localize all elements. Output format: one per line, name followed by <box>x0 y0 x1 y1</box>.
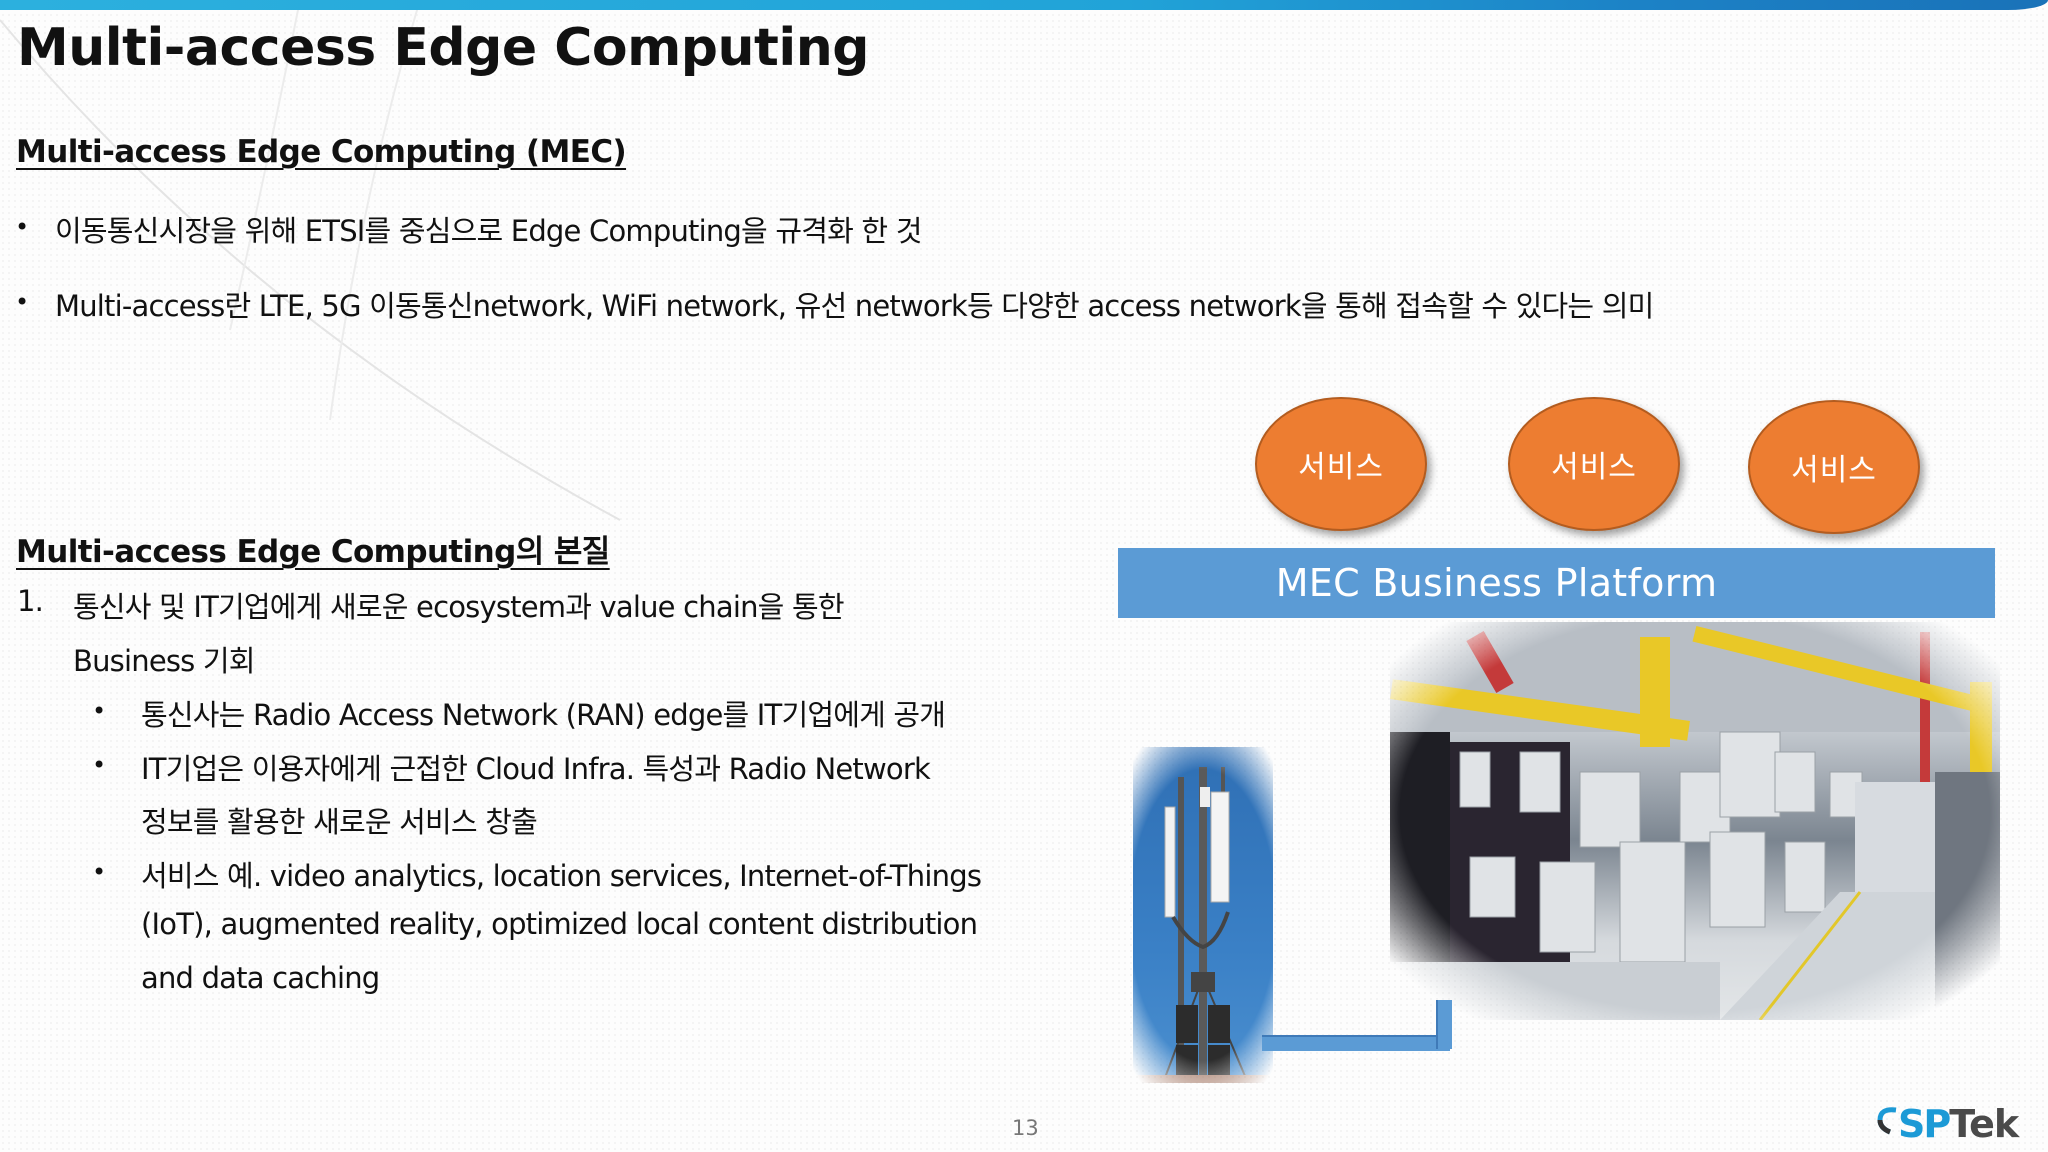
section-heading-essence: Multi-access Edge Computing의 본질 <box>16 534 610 570</box>
sptek-logo: SP Tek <box>1876 1098 2019 1146</box>
list-item-1-line1: 통신사 및 IT기업에게 새로운 ecosystem과 value chain을… <box>73 590 845 624</box>
sub-bullet-icon: • <box>92 751 107 779</box>
service-circle-2: 서비스 <box>1508 397 1680 531</box>
sub-bullet-icon: • <box>92 858 107 886</box>
service-circle-1: 서비스 <box>1255 397 1427 531</box>
service-circle-3: 서비스 <box>1748 400 1920 534</box>
page-number: 13 <box>1012 1116 1039 1140</box>
sub-bullet-1: 통신사는 Radio Access Network (RAN) edge를 IT… <box>141 698 946 732</box>
tower-illustration <box>1133 767 1273 1083</box>
service-label: 서비스 <box>1791 453 1877 488</box>
sub-bullet-3-line1: 서비스 예. video analytics, location service… <box>141 859 982 893</box>
service-label: 서비스 <box>1298 450 1384 485</box>
sub-bullet-3-line2: (IoT), augmented reality, optimized loca… <box>141 907 978 941</box>
service-label: 서비스 <box>1551 450 1637 485</box>
top-accent-bar <box>0 0 2048 10</box>
sub-bullet-3-line3: and data caching <box>141 961 380 995</box>
bullet-text-1: 이동통신시장을 위해 ETSI를 중심으로 Edge Computing을 규격… <box>55 214 922 248</box>
section-heading-mec: Multi-access Edge Computing (MEC) <box>16 134 627 170</box>
logo-tek-text: Tek <box>1949 1102 2019 1146</box>
datacenter-illustration <box>1390 622 2000 1020</box>
sub-bullet-icon: • <box>92 697 107 725</box>
connector-line-horizontal <box>1262 1035 1450 1051</box>
logo-sp-text: SP <box>1898 1102 1951 1146</box>
bullet-icon: • <box>15 288 30 316</box>
bullet-icon: • <box>15 213 30 241</box>
cell-tower-image <box>1133 747 1273 1083</box>
list-number: 1. <box>17 584 44 618</box>
platform-label: MEC Business Platform <box>1275 561 1718 605</box>
edge-datacenter-image <box>1390 622 2000 1020</box>
slide-title: Multi-access Edge Computing <box>17 18 869 78</box>
mec-business-platform-bar: MEC Business Platform <box>1118 548 1995 618</box>
logo-swoosh-icon <box>1877 1107 1897 1135</box>
list-item-1-line2: Business 기회 <box>73 644 255 678</box>
connector-line-vertical <box>1436 1000 1452 1049</box>
bullet-text-2: Multi-access란 LTE, 5G 이동통신network, WiFi … <box>55 289 1654 323</box>
sub-bullet-2-line1: IT기업은 이용자에게 근접한 Cloud Infra. 특성과 Radio N… <box>141 752 931 786</box>
sub-bullet-2-line2: 정보를 활용한 새로운 서비스 창출 <box>141 805 538 839</box>
